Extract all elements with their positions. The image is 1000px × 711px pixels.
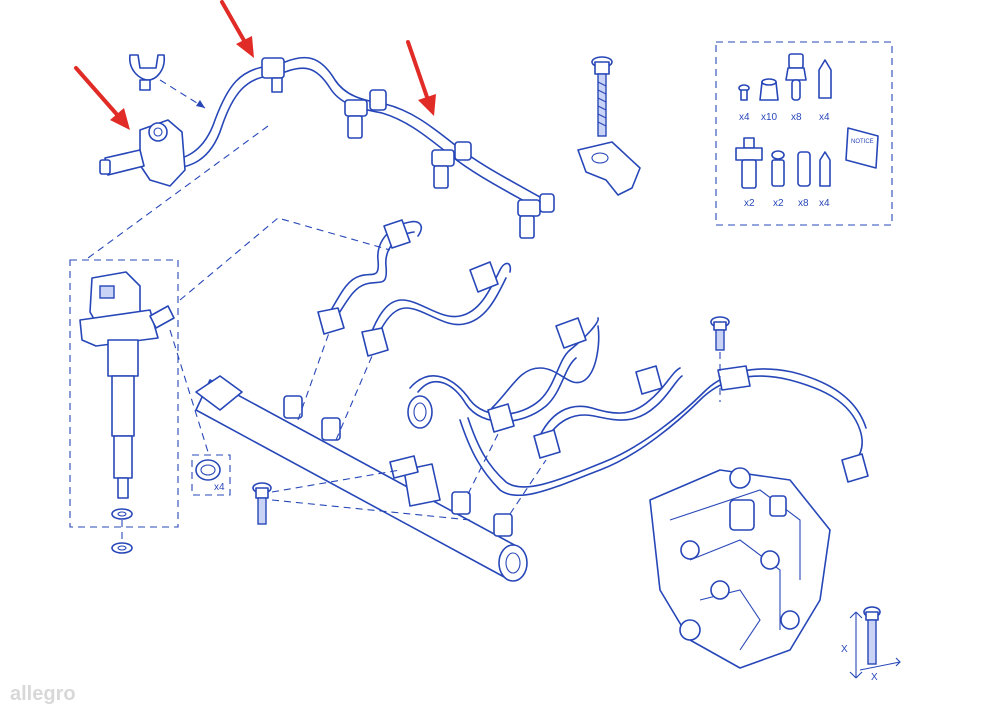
red-arrow-icon	[74, 66, 130, 130]
pump-bolt	[710, 316, 730, 402]
injector-assembly	[69, 259, 209, 554]
high-pressure-lines	[317, 219, 869, 497]
kit-qty-label: x2	[744, 198, 755, 209]
kit-cap-icon	[759, 78, 779, 101]
high-pressure-pump	[649, 467, 831, 669]
guide-line	[179, 217, 391, 301]
sealing-ring-x4: x4	[191, 454, 231, 496]
seal-qty-label: x4	[214, 482, 225, 493]
dimension-label: X	[841, 644, 848, 655]
red-arrow-icon	[406, 40, 436, 116]
rail-bolt	[252, 469, 471, 525]
kit-qty-label: x8	[791, 112, 802, 123]
guide-line	[87, 125, 269, 259]
bolt-length-detail: X X	[841, 606, 901, 683]
watermark-text: allegro	[10, 683, 76, 705]
fuel-rail	[195, 329, 547, 582]
kit-qty-label: x8	[798, 198, 809, 209]
kit-small-valve-icon	[771, 150, 785, 187]
red-arrow-icon	[220, 0, 254, 58]
clamp-bolt-and-bracket	[577, 56, 641, 196]
kit-qty-label: x4	[739, 112, 750, 123]
notice-booklet-icon: NOTICE	[845, 127, 879, 169]
kit-qty-label: x4	[819, 198, 830, 209]
kit-valve-cap-icon	[735, 137, 763, 189]
hardware-kit-box: x4 x10 x8 x4 NOTICE x2 x2 x8 x4	[715, 41, 893, 226]
kit-clip-icon	[785, 53, 807, 101]
kit-plug-icon	[818, 59, 832, 99]
kit-qty-label: x10	[761, 112, 778, 123]
svg-text:NOTICE: NOTICE	[851, 139, 874, 145]
kit-qty-label: x4	[819, 112, 830, 123]
kit-small-screw-icon	[738, 84, 750, 101]
kit-pin-icon	[819, 151, 831, 187]
kit-sleeve-icon	[797, 151, 811, 187]
return-line-assembly	[99, 54, 555, 239]
dimension-label: X	[871, 672, 878, 683]
kit-qty-label: x2	[773, 198, 784, 209]
